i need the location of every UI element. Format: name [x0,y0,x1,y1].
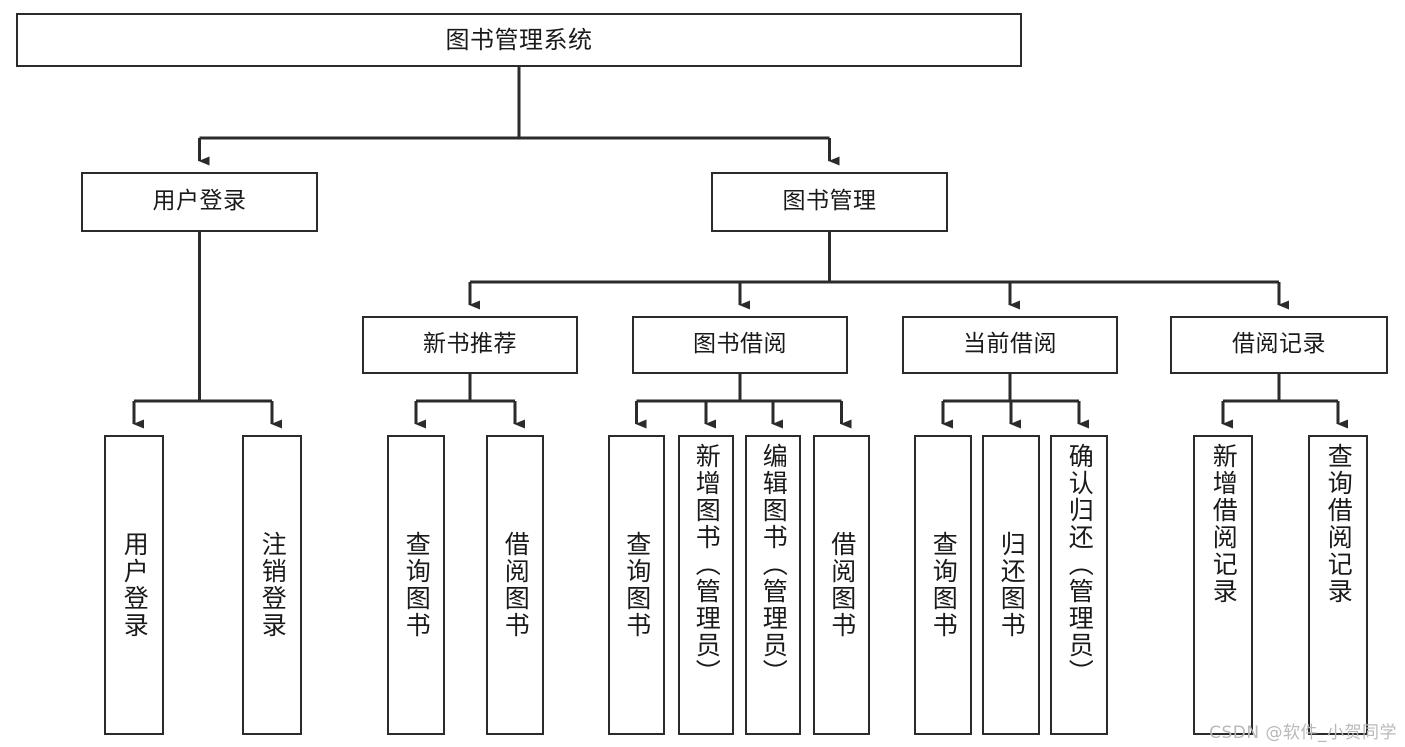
node-borrow-record[interactable]: 借阅记录 [1170,316,1388,374]
node-label: 新书推荐 [423,331,517,358]
node-label: 新增借阅记录 [1209,443,1239,605]
node-new-book-rec[interactable]: 新书推荐 [362,316,578,374]
node-leaf-user-logout[interactable]: 注销登录 [242,435,302,735]
node-label: 图书管理系统 [445,25,593,54]
node-label: 用户登录 [152,188,247,215]
node-label: 查询图书 [622,531,652,639]
node-label: 确认归还（管理员） [1065,443,1095,686]
edge-group [132,67,1348,429]
node-leaf-query-book-3[interactable]: 查询图书 [914,435,972,735]
node-leaf-confirm-return[interactable]: 确认归还（管理员） [1050,435,1108,735]
node-label: 用户登录 [120,531,150,639]
node-leaf-query-book-2[interactable]: 查询图书 [608,435,665,735]
node-leaf-edit-book[interactable]: 编辑图书（管理员） [745,435,801,735]
node-label: 查询图书 [402,531,432,639]
node-label: 借阅图书 [501,531,531,639]
node-user-login[interactable]: 用户登录 [81,172,318,232]
node-label: 编辑图书（管理员） [759,443,789,686]
node-book-borrow[interactable]: 图书借阅 [632,316,848,374]
node-root[interactable]: 图书管理系统 [16,13,1022,67]
node-label: 注销登录 [258,531,288,639]
node-leaf-add-record[interactable]: 新增借阅记录 [1193,435,1253,735]
node-label: 查询借阅记录 [1324,443,1354,605]
node-label: 借阅图书 [827,531,857,639]
node-current-borrow[interactable]: 当前借阅 [902,316,1118,374]
node-leaf-add-book[interactable]: 新增图书（管理员） [678,435,734,735]
node-leaf-query-book-1[interactable]: 查询图书 [387,435,445,735]
node-label: 当前借阅 [963,331,1057,358]
node-leaf-borrow-book-1[interactable]: 借阅图书 [486,435,544,735]
node-leaf-borrow-book-2[interactable]: 借阅图书 [813,435,870,735]
node-label: 新增图书（管理员） [692,443,722,686]
node-label: 查询图书 [929,531,959,639]
node-label: 借阅记录 [1232,331,1326,358]
node-book-manage[interactable]: 图书管理 [711,172,948,232]
node-label: 归还图书 [997,531,1027,639]
node-leaf-user-login[interactable]: 用户登录 [104,435,164,735]
node-leaf-return-book[interactable]: 归还图书 [982,435,1040,735]
node-label: 图书借阅 [693,331,787,358]
node-leaf-query-record[interactable]: 查询借阅记录 [1308,435,1368,735]
node-label: 图书管理 [782,188,877,215]
watermark-text: CSDN @软件_小贺同学 [1209,723,1397,743]
